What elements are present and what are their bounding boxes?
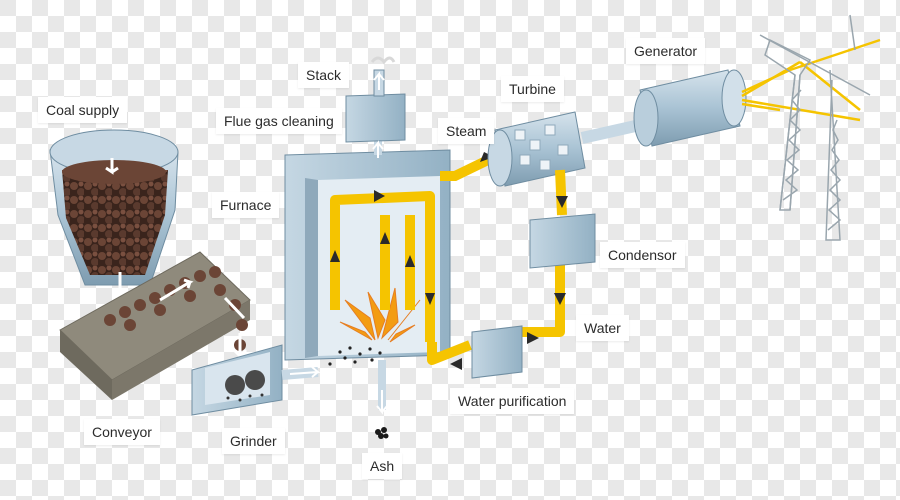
label-generator: Generator xyxy=(626,38,706,64)
transmission-tower xyxy=(759,14,871,241)
label-coal-supply: Coal supply xyxy=(38,97,128,123)
water-purification-unit xyxy=(471,325,523,379)
label-steam: Steam xyxy=(438,118,495,144)
label-condensor: Condensor xyxy=(600,242,685,268)
label-stack: Stack xyxy=(298,62,350,88)
stack xyxy=(370,56,396,97)
power-lines xyxy=(741,38,881,122)
label-water: Water xyxy=(576,315,629,341)
flue-gas-cleaning-unit xyxy=(345,93,406,158)
coal-hopper xyxy=(49,129,179,300)
turbine xyxy=(487,111,642,187)
label-conveyor: Conveyor xyxy=(84,419,160,445)
condensate-pipe xyxy=(427,169,567,365)
label-flue-gas-cleaning: Flue gas cleaning xyxy=(216,108,342,134)
furnace xyxy=(284,149,451,439)
label-grinder: Grinder xyxy=(222,428,285,454)
generator xyxy=(633,69,747,147)
conveyor-belt xyxy=(59,251,251,400)
condensor xyxy=(529,213,596,269)
grinder xyxy=(191,344,321,416)
steam-pipe xyxy=(440,152,494,181)
label-furnace: Furnace xyxy=(212,192,280,218)
label-turbine: Turbine xyxy=(501,76,564,102)
flow-arrows xyxy=(450,196,568,370)
label-water-purification: Water purification xyxy=(450,388,575,414)
label-ash: Ash xyxy=(362,453,403,479)
